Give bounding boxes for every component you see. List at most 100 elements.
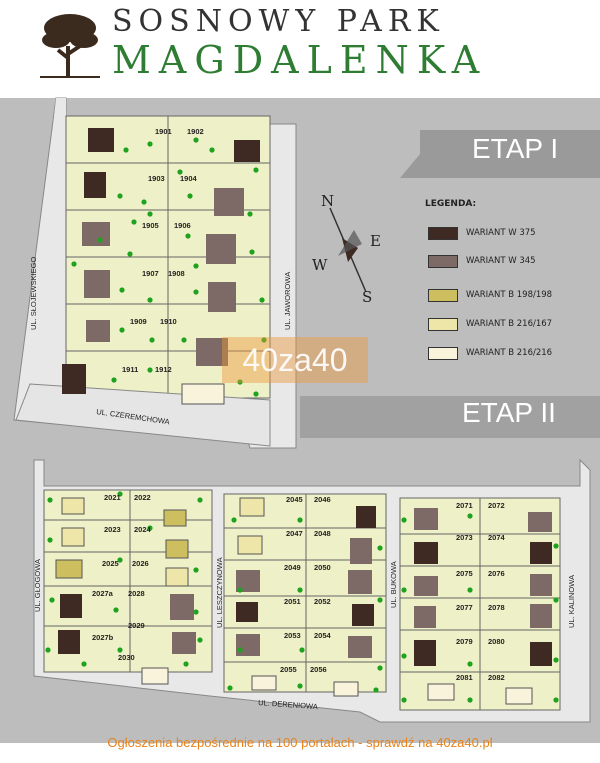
title-magdalenka: MAGDALENKA (112, 38, 488, 82)
lot-number: 1903 (148, 174, 165, 183)
lot-number: 2051 (284, 597, 301, 606)
tree-dot-icon (401, 587, 407, 593)
lot-number: 1912 (155, 365, 172, 374)
tree-dot-icon (209, 147, 215, 153)
tree-dot-icon (49, 597, 55, 603)
tree-dot-icon (183, 661, 189, 667)
tree-dot-icon (237, 647, 243, 653)
street-dereniowa: UL. DERENIOWA (258, 698, 318, 711)
compass-s: S (362, 288, 373, 306)
lot-number: 1906 (174, 221, 191, 230)
lot-number: 2029 (128, 621, 145, 630)
lot-number: 2055 (280, 665, 297, 674)
lot-number: 2050 (314, 563, 331, 572)
street-jaworowa: UL. JAWOROWA (283, 272, 292, 330)
footer-text[interactable]: Ogłoszenia bezpośrednie na 100 portalach… (107, 735, 493, 750)
legend-item: WARIANT B 198/198 (428, 288, 552, 302)
lot-number: 2075 (456, 569, 473, 578)
tree-dot-icon (185, 233, 191, 239)
tree-dot-icon (197, 637, 203, 643)
tree-dot-icon (193, 263, 199, 269)
tree-dot-icon (253, 391, 259, 397)
legend-item: WARIANT B 216/216 (428, 346, 552, 360)
tree-dot-icon (147, 211, 153, 217)
tree-dot-icon (117, 193, 123, 199)
tree-dot-icon (117, 647, 123, 653)
lot-number: 1907 (142, 269, 159, 278)
lot-number: 2025 (102, 559, 119, 568)
tree-dot-icon (147, 141, 153, 147)
lot-number: 2081 (456, 673, 473, 682)
tree-dot-icon (47, 497, 53, 503)
tree-dot-icon (147, 525, 153, 531)
tree-dot-icon (45, 647, 51, 653)
lot-number: 2079 (456, 637, 473, 646)
lot-number: 2056 (310, 665, 327, 674)
compass-n: N (321, 192, 335, 210)
tree-dot-icon (71, 261, 77, 267)
tree-dot-icon (401, 653, 407, 659)
tree-dot-icon (401, 517, 407, 523)
lot-number: 2049 (284, 563, 301, 572)
tree-dot-icon (373, 687, 379, 693)
tree-dot-icon (193, 609, 199, 615)
legend-label: WARIANT W 345 (466, 256, 536, 266)
lot-number: 2023 (104, 525, 121, 534)
lot-number: 2026 (132, 559, 149, 568)
lot-number: 2076 (488, 569, 505, 578)
tree-dot-icon (297, 683, 303, 689)
lot-number: 2028 (128, 589, 145, 598)
lot-number: 2054 (314, 631, 332, 640)
lot-number: 1910 (160, 317, 177, 326)
tree-dot-icon (377, 665, 383, 671)
tree-dot-icon (553, 597, 559, 603)
lot-number: 1908 (168, 269, 185, 278)
legend-label: WARIANT W 375 (466, 228, 536, 238)
legend-label: WARIANT B 198/198 (466, 290, 553, 300)
tree-dot-icon (193, 567, 199, 573)
legend-swatch (428, 226, 458, 240)
tree-dot-icon (467, 513, 473, 519)
tree-dot-icon (81, 661, 87, 667)
tree-dot-icon (147, 367, 153, 373)
lot-number: 2030 (118, 653, 135, 662)
legend-item: WARIANT B 216/167 (428, 317, 552, 331)
tree-dot-icon (97, 237, 103, 243)
tree-dot-icon (467, 661, 473, 667)
etap-2-label: ETAP II (462, 397, 556, 428)
lot-number: 2052 (314, 597, 331, 606)
street-slojewskiego: UL. SŁOJEWSKIEGO (29, 256, 38, 330)
tree-dot-icon (147, 297, 153, 303)
legend-swatch (428, 317, 458, 331)
lot-number: 1904 (180, 174, 198, 183)
lot-number: 1902 (187, 127, 204, 136)
compass-icon (329, 207, 367, 293)
lot-number: 2078 (488, 603, 505, 612)
lot-number: 2027b (92, 633, 114, 642)
legend-label: WARIANT B 216/216 (466, 348, 553, 358)
tree-dot-icon (467, 587, 473, 593)
tree-dot-icon (467, 697, 473, 703)
tree-dot-icon (297, 587, 303, 593)
tree-dot-icon (181, 337, 187, 343)
tree-dot-icon (127, 251, 133, 257)
lot-number: 2074 (488, 533, 506, 542)
tree-dot-icon (113, 607, 119, 613)
street-kalinowa: UL. KALINOWA (567, 575, 576, 628)
tree-dot-icon (253, 167, 259, 173)
lot-number: 2024 (134, 525, 152, 534)
legend-item: WARIANT W 375 (428, 226, 536, 240)
tree-dot-icon (259, 297, 265, 303)
compass-w: W (312, 256, 328, 274)
street-leszczynowa: UL. LESZCZYNOWA (215, 557, 224, 628)
tree-dot-icon (553, 697, 559, 703)
tree-dot-icon (187, 193, 193, 199)
compass-e: E (370, 232, 381, 250)
tree-dot-icon (247, 211, 253, 217)
legend-item: WARIANT W 345 (428, 254, 536, 268)
